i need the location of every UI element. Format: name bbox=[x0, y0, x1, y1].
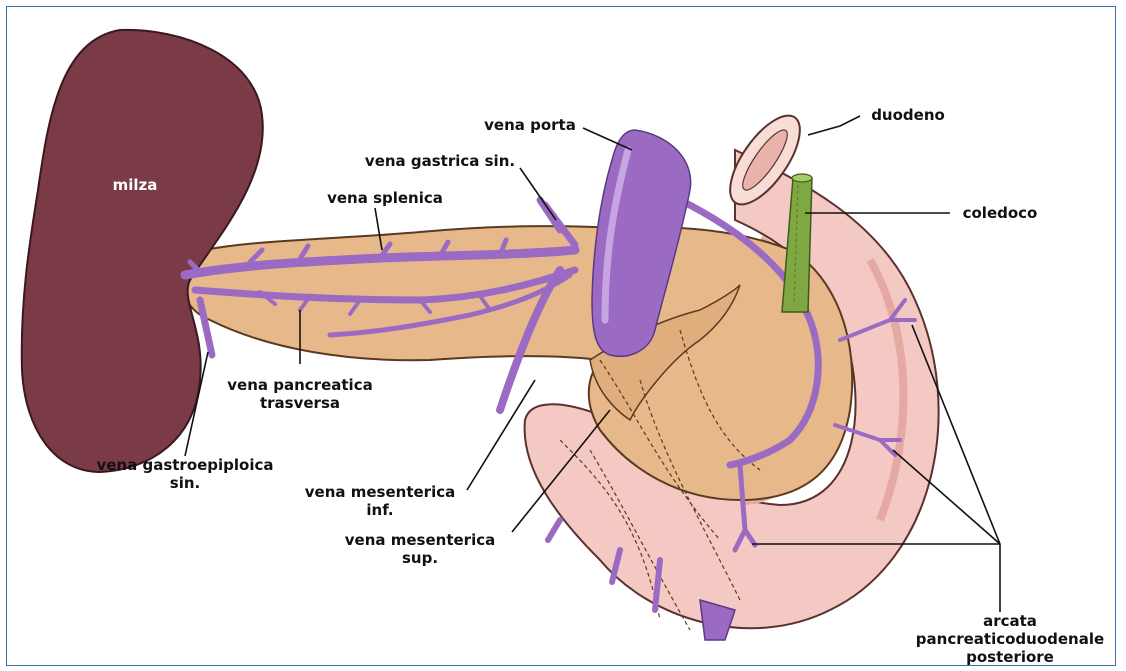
label-duodeno: duodeno bbox=[871, 106, 945, 124]
label-vena-pancreatica-line1: vena pancreatica bbox=[227, 376, 372, 394]
label-vena-splenica: vena splenica bbox=[327, 189, 443, 207]
label-milza: milza bbox=[113, 176, 158, 194]
label-vena-mesenterica-inf-line2: inf. bbox=[366, 501, 393, 519]
label-arcata-line1: arcata bbox=[983, 612, 1037, 630]
label-vena-porta: vena porta bbox=[484, 116, 576, 134]
label-vena-mesenterica-inf-line1: vena mesenterica bbox=[305, 483, 455, 501]
label-vena-mesenterica-sup-line1: vena mesenterica bbox=[345, 531, 495, 549]
label-vena-gastrica-sin: vena gastrica sin. bbox=[365, 152, 515, 170]
label-vena-gastroepiploica-line1: vena gastroepiploica bbox=[96, 456, 273, 474]
label-arcata-line3: posteriore bbox=[966, 648, 1054, 666]
label-arcata-line2: pancreaticoduodenale bbox=[916, 630, 1104, 648]
label-vena-mesenterica-sup-line2: sup. bbox=[402, 549, 438, 567]
label-vena-gastroepiploica-line2: sin. bbox=[170, 474, 200, 492]
label-vena-pancreatica-line2: trasversa bbox=[260, 394, 340, 412]
label-coledoco: coledoco bbox=[963, 204, 1038, 222]
